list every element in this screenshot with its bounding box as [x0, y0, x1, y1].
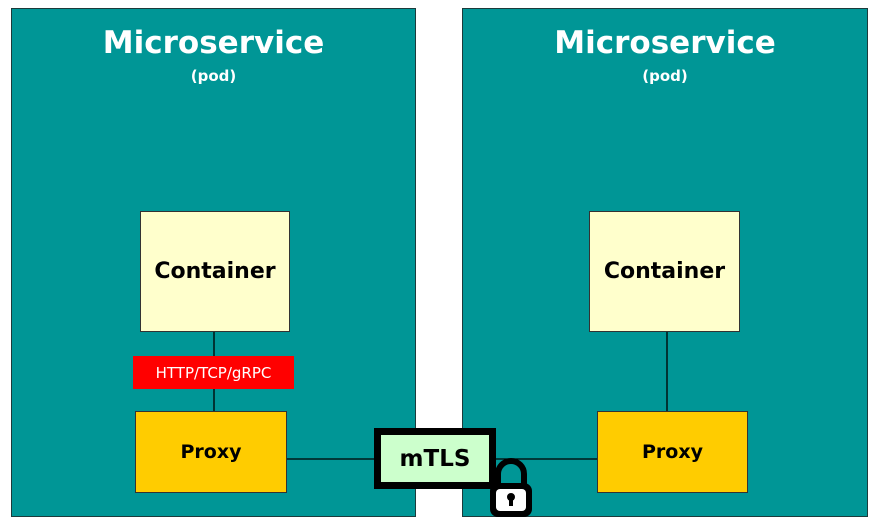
proxy-label: Proxy	[180, 441, 242, 463]
container-box-right: Container	[589, 211, 740, 332]
lock-icon	[490, 458, 532, 517]
pod-subtitle: (pod)	[642, 67, 688, 85]
pod-subtitle: (pod)	[190, 67, 237, 85]
proxy-box-right: Proxy	[597, 411, 748, 493]
pod-title: Microservice	[554, 25, 776, 61]
pod-title: Microservice	[102, 25, 325, 61]
mtls-label: mTLS	[399, 445, 471, 472]
proxy-box-left: Proxy	[135, 411, 287, 493]
container-box-left: Container	[140, 211, 290, 332]
container-label: Container	[603, 259, 726, 284]
proxy-label: Proxy	[642, 441, 703, 463]
mtls-box: mTLS	[374, 428, 496, 489]
protocol-label: HTTP/TCP/gRPC	[133, 356, 294, 389]
container-label: Container	[154, 259, 276, 284]
